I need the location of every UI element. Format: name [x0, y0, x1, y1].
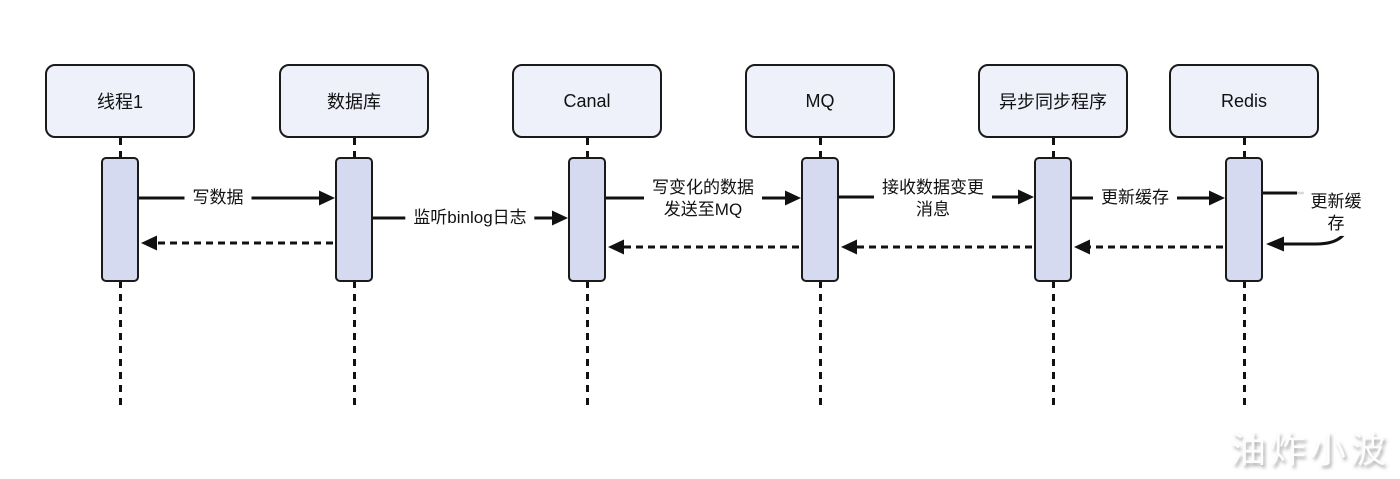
arrow-listen-binlog-head [552, 210, 568, 226]
actor-database: 数据库 [279, 64, 429, 138]
actor-async-sync-label: 异步同步程序 [999, 92, 1107, 112]
actor-thread1: 线程1 [45, 64, 195, 138]
self-loop-redis-head [1266, 236, 1284, 252]
arrow-return-redis-async-head [1074, 239, 1090, 255]
activation-redis [1225, 157, 1263, 282]
message-label-listen-binlog: 监听binlog日志 [405, 204, 535, 232]
arrow-receive-change-head [1018, 189, 1034, 205]
arrow-write-data-head [319, 190, 335, 206]
actor-mq: MQ [745, 64, 895, 138]
message-label-write-data: 写数据 [184, 184, 252, 212]
activation-thread1 [101, 157, 139, 282]
arrow-send-to-mq-head [785, 190, 801, 206]
actor-canal-label: Canal [563, 90, 611, 111]
actor-async-sync: 异步同步程序 [978, 64, 1128, 138]
message-label-update-cache: 更新缓存 [1093, 184, 1177, 212]
arrow-return-async-mq-head [841, 239, 857, 255]
actor-database-label: 数据库 [327, 92, 381, 112]
message-label-receive-change: 接收数据变更 消息 [874, 174, 992, 224]
message-label-update-cache-self: 更新缓存 [1304, 189, 1368, 237]
activation-database [335, 157, 373, 282]
watermark: 油炸小波 [1229, 429, 1390, 470]
arrow-return-mq-canal-head [608, 239, 624, 255]
arrow-return-db-thread1-head [141, 235, 157, 251]
arrow-update-cache-head [1209, 190, 1225, 206]
message-label-send-to-mq: 写变化的数据 发送至MQ [644, 174, 762, 224]
actor-redis-label: Redis [1220, 90, 1268, 111]
activation-mq [801, 157, 839, 282]
actor-redis: Redis [1169, 64, 1319, 138]
actor-canal: Canal [512, 64, 662, 138]
activation-async-sync [1034, 157, 1072, 282]
actor-mq-label: MQ [805, 90, 835, 111]
activation-canal [568, 157, 606, 282]
actor-thread1-label: 线程1 [96, 92, 143, 112]
